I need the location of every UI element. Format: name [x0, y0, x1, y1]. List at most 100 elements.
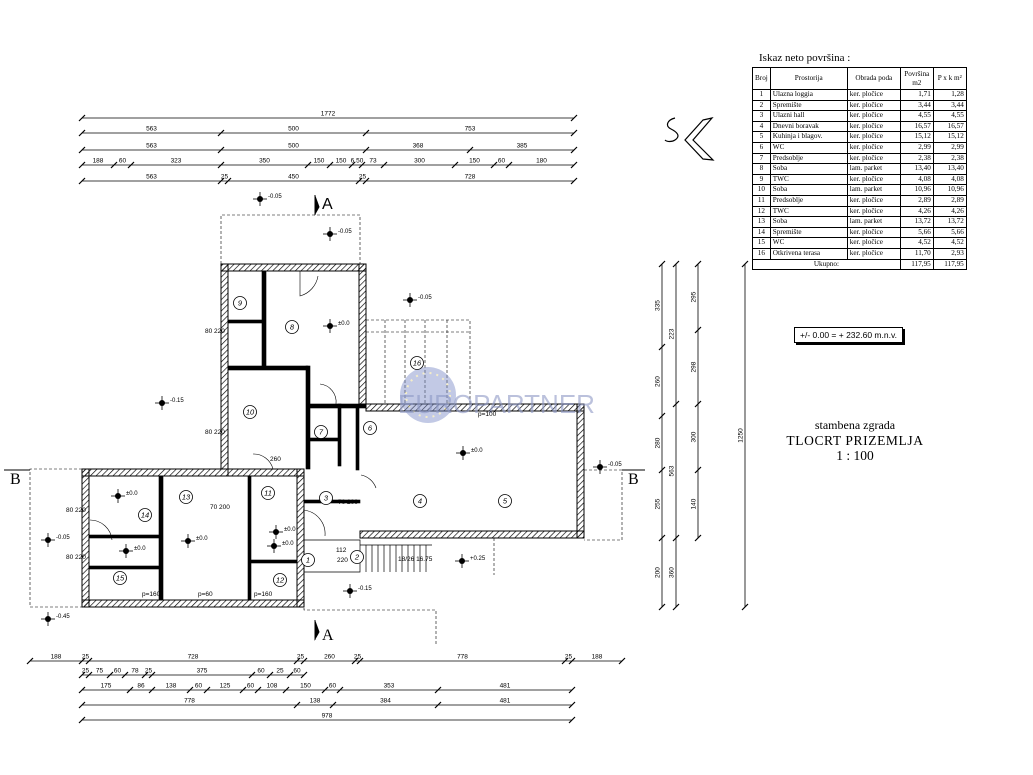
dimension-tick: [293, 657, 301, 665]
dimension-tick: [78, 671, 86, 679]
cell-floor: ker. pločice: [846, 194, 901, 207]
dimension-label: 280: [655, 437, 662, 448]
dimension-tick: [286, 671, 294, 679]
dimension-tick: [570, 177, 578, 185]
dimension-tick: [78, 657, 86, 665]
dimension-tick: [362, 146, 370, 154]
room-circle: [138, 508, 152, 522]
dimension-tick: [672, 260, 680, 268]
dimension-tick: [78, 114, 86, 122]
dimension-label: 60: [498, 158, 506, 165]
dimension-label: 25: [82, 668, 90, 675]
cell-pk: 2,38: [932, 152, 967, 165]
cell-room: Ulazni hall: [769, 110, 848, 122]
door-label-1: 80 220: [66, 507, 86, 514]
dimension-label: 350: [259, 158, 270, 165]
cell-pk: 5,66: [932, 226, 967, 239]
dimension-label: 778: [184, 698, 195, 705]
room-number: 14: [141, 511, 149, 520]
dimension-label: 25: [565, 654, 573, 661]
level-label: ±0.0: [471, 448, 483, 454]
cell-no: 11: [752, 194, 771, 207]
dimension-tick: [466, 146, 474, 154]
dimension-label: 563: [146, 126, 157, 133]
terrace-outline: [29, 214, 623, 645]
dimension-label: 60: [293, 668, 301, 675]
dimension-label: 60: [329, 683, 337, 690]
dimension-label: 108: [267, 683, 278, 690]
dimension-tick: [568, 686, 576, 694]
door-label-3: 70 200: [338, 499, 358, 506]
table-total-row: Ukupno: 117,95 117,95: [752, 258, 967, 271]
dimension-label: 188: [51, 654, 62, 661]
cell-no: 12: [752, 205, 771, 218]
title-block: stambena zgrada TLOCRT PRIZEMLJA 1 : 100: [770, 418, 940, 463]
cell-floor: ker. pločice: [846, 141, 901, 154]
room-circle: [261, 486, 275, 500]
cell-area: 11,70: [899, 247, 934, 260]
dimension-label: 78: [131, 668, 139, 675]
dimension-tick: [658, 603, 666, 611]
cell-floor: ker. pločice: [846, 131, 901, 143]
dimension-label: 60: [114, 668, 122, 675]
stair-height-label: 220: [337, 557, 348, 564]
dimension-label: 25: [276, 668, 284, 675]
dimension-tick: [217, 146, 225, 154]
col-header-floor: Obrada poda: [846, 67, 901, 90]
cell-area: 2,38: [899, 152, 934, 165]
table-header-row: Broj Prostorija Obrada poda Površina m2 …: [752, 67, 967, 90]
cell-area: 5,66: [899, 226, 934, 239]
dimension-tick: [570, 146, 578, 154]
dimension-label: 753: [465, 126, 476, 133]
cell-pk: 3,44: [932, 99, 967, 112]
dimension-label: 778: [457, 654, 468, 661]
dimension-tick: [121, 671, 129, 679]
cell-area: 13,72: [899, 216, 934, 228]
room-circle: [285, 320, 299, 334]
dimension-tick: [282, 686, 290, 694]
cell-room: WC: [769, 237, 848, 249]
dimension-tick: [248, 671, 256, 679]
room-circle: [243, 405, 257, 419]
dimension-label: 140: [691, 498, 698, 509]
cell-floor: ker. pločice: [846, 89, 901, 101]
dimension-tick: [694, 534, 702, 542]
dimension-label: 73: [369, 158, 377, 165]
dimension-tick: [570, 129, 578, 137]
cell-pk: 13,40: [932, 163, 967, 175]
dimension-label: 323: [171, 158, 182, 165]
cell-area: 15,12: [899, 131, 934, 143]
cell-room: Soba: [769, 163, 848, 175]
dimension-label: 175: [101, 683, 112, 690]
dimension-label: 1250: [738, 428, 745, 443]
room-number: 10: [246, 408, 255, 417]
level-label: +0.25: [470, 556, 486, 562]
dimension-tick: [78, 146, 86, 154]
dimension-label: 563: [669, 465, 676, 476]
door-label-5: 80 220: [205, 429, 225, 436]
cell-pk: 2,93: [932, 247, 967, 260]
level-label: -0.05: [268, 194, 282, 200]
dimension-label: 25: [82, 654, 90, 661]
dimension-label: 150: [300, 683, 311, 690]
dimension-tick: [321, 686, 329, 694]
dimension-tick: [300, 657, 308, 665]
dimension-tick: [348, 161, 356, 169]
cell-room: TWC: [769, 173, 848, 186]
cell-area: 2,99: [899, 141, 934, 154]
dimension-label: 300: [414, 158, 425, 165]
room-circle: [350, 550, 364, 564]
room-circle: [319, 491, 333, 505]
dimension-tick: [672, 603, 680, 611]
col-header-area: Površina m2: [899, 67, 934, 90]
cell-room: Predsoblje: [769, 152, 848, 165]
cell-area: 13,40: [899, 163, 934, 175]
room-circle: [179, 490, 193, 504]
dimension-tick: [741, 603, 749, 611]
dimension-label: 260: [324, 654, 335, 661]
